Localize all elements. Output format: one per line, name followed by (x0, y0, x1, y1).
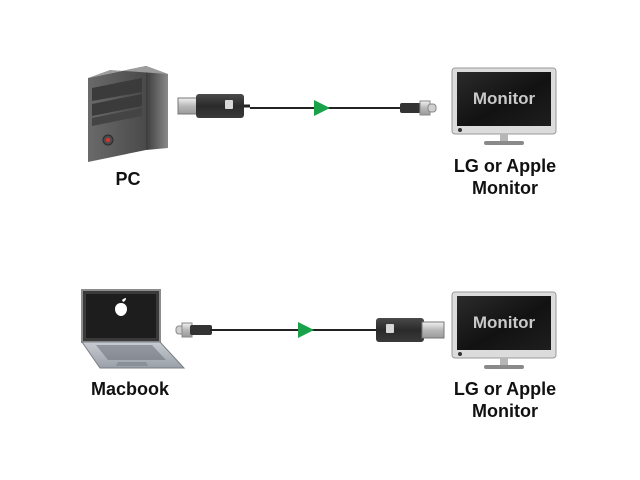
monitor-icon: Monitor (451, 291, 557, 369)
displayport-plug-icon (177, 94, 250, 118)
monitor-screen-text: Monitor (473, 89, 536, 108)
arrow-right-icon (314, 100, 330, 116)
monitor-label-line1: LG or Apple (453, 156, 557, 176)
monitor-icon: Monitor (451, 67, 557, 145)
monitor-label-line2: Monitor (472, 401, 538, 421)
pc-label: PC (92, 168, 164, 190)
desktop-tower-icon (88, 66, 168, 162)
usb-c-plug-icon (175, 322, 212, 338)
usb-c-plug-icon (400, 100, 437, 116)
macbook-label: Macbook (78, 378, 182, 400)
displayport-plug-icon (376, 318, 445, 342)
monitor-screen-text: Monitor (473, 313, 536, 332)
monitor-label-line1: LG or Apple (453, 379, 557, 399)
monitor-label-row1: LG or Apple Monitor (440, 155, 570, 199)
apple-logo-icon (115, 298, 127, 316)
monitor-label-line2: Monitor (472, 178, 538, 198)
macbook-label-text: Macbook (90, 379, 169, 399)
pc-label-text: PC (115, 169, 141, 189)
laptop-icon (81, 289, 186, 369)
monitor-label-row2: LG or Apple Monitor (440, 378, 570, 422)
arrow-right-icon (298, 322, 314, 338)
